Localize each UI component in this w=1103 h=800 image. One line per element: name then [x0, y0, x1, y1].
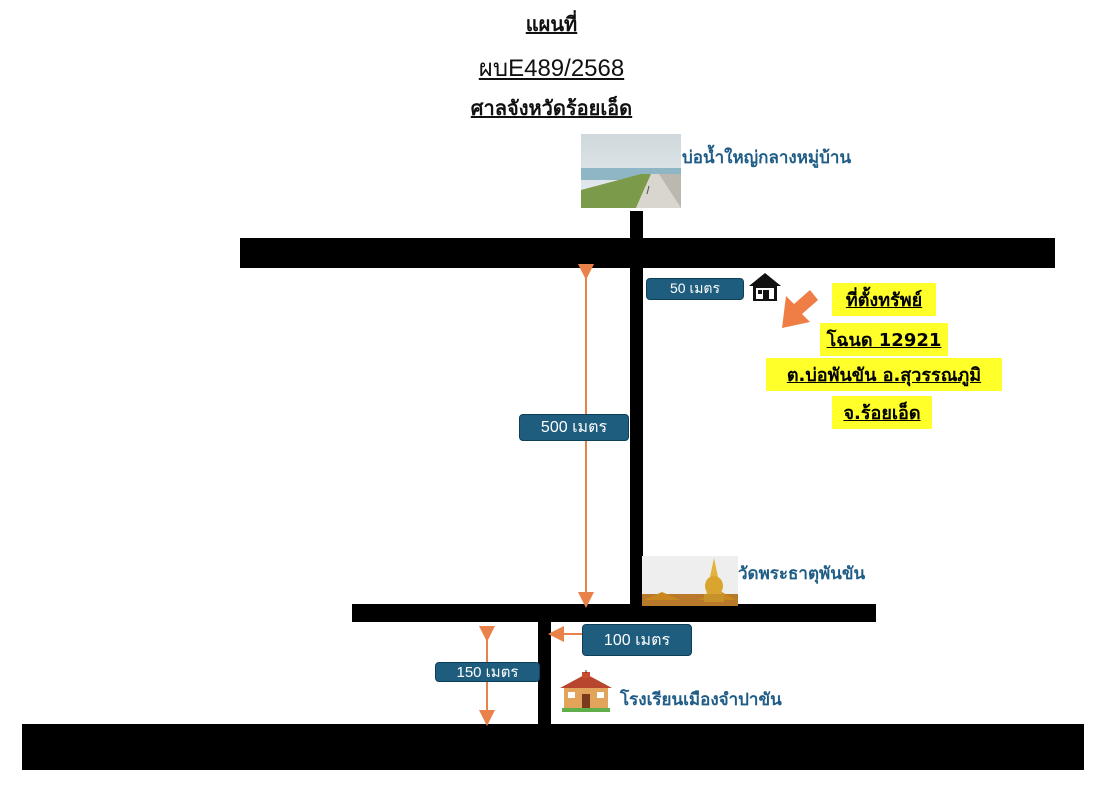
distance-150m: 150 เมตร [435, 662, 540, 682]
property-title: ที่ตั้งทรัพย์ [832, 283, 936, 316]
property-subdistrict: ต.บ่อพันขัน อ.สุวรรณภูมิ [766, 358, 1002, 391]
road-vertical-school [538, 618, 551, 728]
distance-50m: 50 เมตร [646, 278, 744, 300]
road-vertical-main [630, 211, 643, 611]
court-name: ศาลจังหวัดร้อยเอ็ด [470, 96, 633, 120]
road-bottom [22, 724, 1084, 770]
property-deed: โฉนด 12921 [820, 323, 948, 356]
case-number: ผบE489/2568 [478, 55, 625, 82]
school-building-icon [560, 670, 612, 712]
map-title: แผนที่ [525, 12, 578, 36]
temple-label: วัดพระธาตุพันขัน [738, 564, 866, 584]
pond-photo-icon [581, 134, 681, 208]
temple-pagoda-icon [642, 556, 738, 606]
road-middle [352, 604, 876, 622]
arrow-pointer-icon [780, 288, 820, 330]
distance-500m: 500 เมตร [519, 414, 629, 441]
pond-label: บ่อน้ำใหญ่กลางหมู่บ้าน [682, 148, 852, 168]
road-top [240, 238, 1055, 268]
distance-100m: 100 เมตร [582, 624, 692, 656]
property-province: จ.ร้อยเอ็ด [832, 396, 932, 429]
school-label: โรงเรียนเมืองจำปาขัน [620, 690, 782, 710]
house-icon [748, 272, 782, 302]
